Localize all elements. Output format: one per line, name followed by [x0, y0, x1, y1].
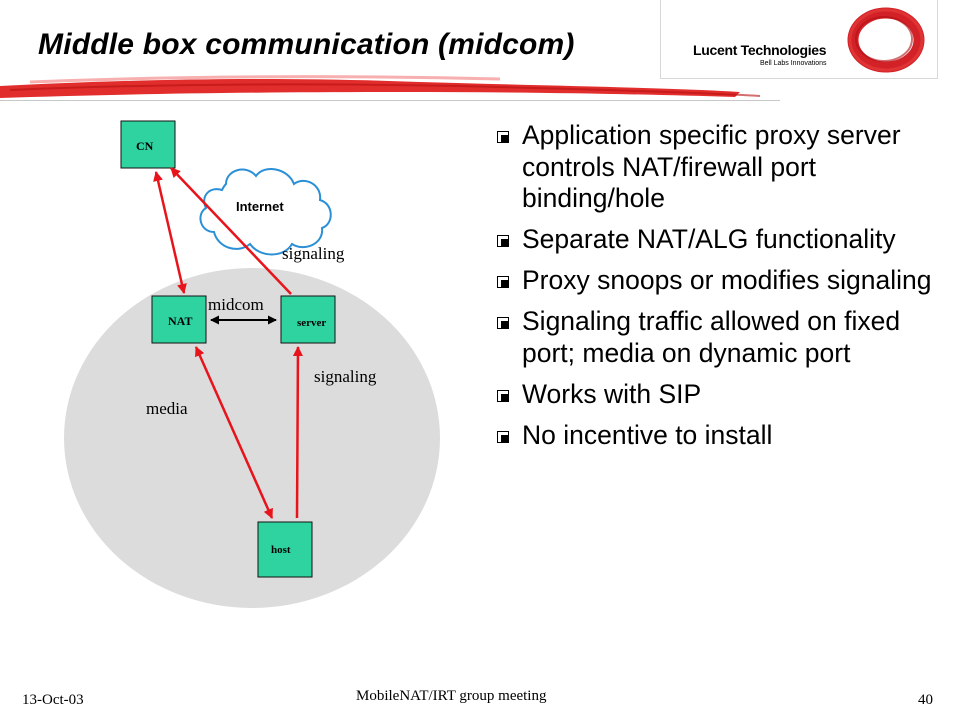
footer-date: 13-Oct-03 — [22, 692, 84, 708]
square-bullet-icon — [497, 430, 509, 443]
square-bullet-icon — [497, 131, 509, 143]
footer-meeting-name: MobileNAT/IRT group meeting — [356, 688, 547, 704]
node-server — [280, 295, 336, 344]
arrow-nat-host-media — [194, 346, 274, 519]
title-underline-brush — [0, 75, 780, 101]
node-host — [257, 521, 313, 578]
internet-cloud-label: Internet — [236, 199, 284, 214]
slide-title: Middle box communication (midcom) — [38, 28, 575, 61]
bullet-item: Works with SIP — [496, 379, 936, 411]
bullet-item: Signaling traffic allowed on fixed port;… — [496, 306, 936, 369]
node-nat — [151, 295, 207, 344]
node-host-label: host — [271, 544, 291, 556]
node-cn-label: CN — [136, 139, 154, 153]
label-media: media — [146, 399, 188, 418]
footer-page-number: 40 — [918, 692, 933, 708]
lucent-logo-tagline: Bell Labs Innovations — [760, 60, 827, 67]
midcom-diagram: Internet CN NAT server host signaling mi… — [64, 120, 440, 608]
square-bullet-icon — [497, 235, 509, 247]
lucent-logo-name: Lucent Technologies — [693, 42, 827, 58]
lucent-innovation-ring-icon — [847, 7, 925, 73]
square-bullet-icon — [497, 317, 509, 329]
square-bullet-icon — [497, 276, 509, 288]
node-cn — [120, 120, 176, 169]
square-bullet-icon — [497, 389, 509, 402]
arrow-cn-server-signaling — [170, 167, 292, 295]
bullet-list: Application specific proxy server contro… — [496, 120, 936, 461]
label-signaling-lower: signaling — [314, 367, 377, 386]
node-server-label: server — [297, 317, 326, 329]
bullet-item: Application specific proxy server contro… — [496, 120, 936, 215]
node-nat-label: NAT — [168, 314, 192, 328]
arrow-cn-nat — [153, 171, 187, 294]
bullet-item: Proxy snoops or modifies signaling — [496, 265, 936, 297]
bullet-item: No incentive to install — [496, 420, 936, 452]
bullet-item: Separate NAT/ALG functionality — [496, 224, 936, 256]
label-midcom: midcom — [208, 295, 264, 314]
header-logo-frame — [660, 0, 938, 79]
label-signaling-upper: signaling — [282, 244, 345, 263]
arrow-server-host-signaling — [292, 346, 303, 519]
